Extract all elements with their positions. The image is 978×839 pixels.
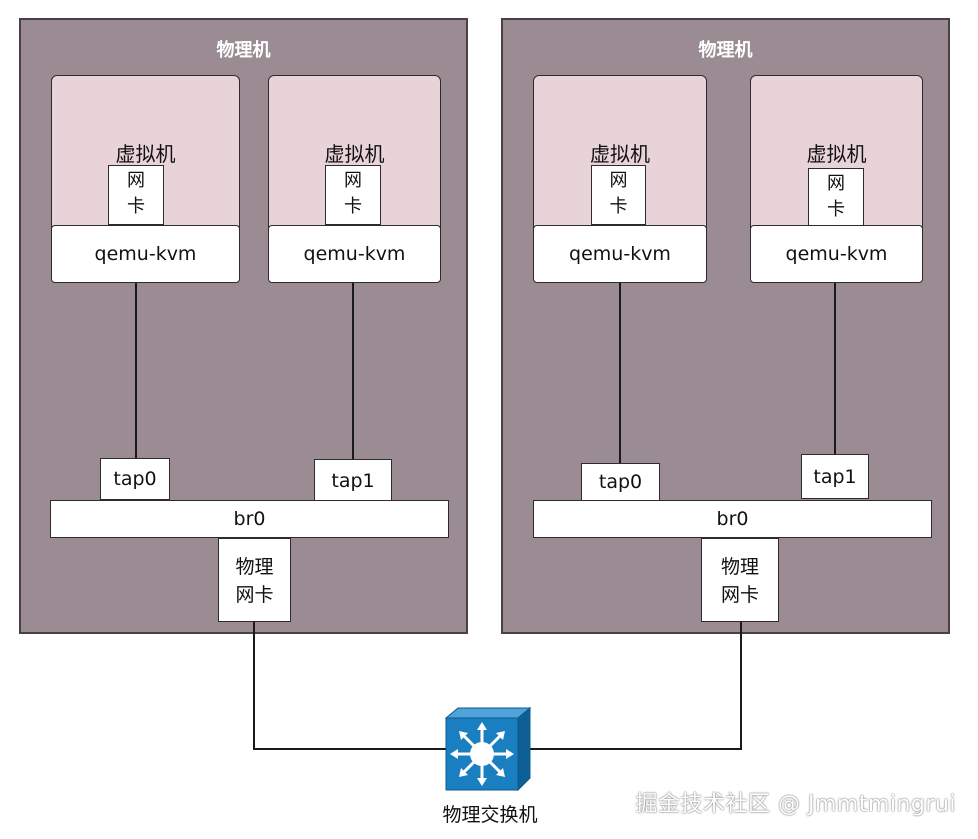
- bridge-br0: br0: [533, 500, 932, 538]
- vm-nic-text-1: 网: [827, 173, 845, 194]
- tap-interface-0: tap0: [100, 458, 170, 500]
- vm-nic-text-1: 网: [609, 170, 628, 191]
- vm-nic-text-1: 网: [344, 170, 362, 191]
- tap-interface-0: tap0: [581, 463, 660, 501]
- vm-nic: 网 卡: [808, 168, 864, 228]
- uplink-line: [740, 622, 742, 750]
- physical-nic-text-1: 物理: [235, 556, 274, 578]
- vm-nic: 网 卡: [108, 165, 164, 225]
- qemu-kvm-process: qemu-kvm: [533, 225, 707, 283]
- physical-nic-text-1: 物理: [720, 556, 759, 578]
- tap-interface-1: tap1: [314, 459, 392, 502]
- watermark: 掘金技术社区 @ Jmmtmingrui: [635, 792, 956, 817]
- uplink-line: [253, 748, 449, 750]
- qemu-kvm-process: qemu-kvm: [268, 225, 441, 283]
- vm-nic-text-2: 卡: [127, 196, 145, 217]
- vm-label: 虚拟机: [115, 142, 176, 166]
- vm-nic: 网 卡: [325, 165, 381, 225]
- bridge-br0: br0: [50, 500, 449, 538]
- vm-label: 虚拟机: [590, 142, 650, 166]
- vm-nic-text-2: 卡: [344, 196, 362, 217]
- physical-nic-text-2: 网卡: [720, 584, 759, 606]
- connector-line: [135, 283, 137, 458]
- tap-interface-1: tap1: [801, 454, 869, 499]
- uplink-line: [253, 622, 255, 750]
- physical-nic: 物理 网卡: [218, 538, 291, 622]
- vm-nic-text-2: 卡: [609, 196, 628, 217]
- physical-nic-text-2: 网卡: [235, 584, 274, 606]
- vm-nic: 网 卡: [591, 165, 646, 225]
- qemu-kvm-process: qemu-kvm: [750, 225, 923, 283]
- connector-line: [352, 283, 354, 459]
- vm-nic-text-2: 卡: [827, 199, 845, 220]
- qemu-kvm-process: qemu-kvm: [51, 225, 240, 283]
- host-title: 物理机: [698, 40, 753, 61]
- uplink-line: [528, 748, 742, 750]
- switch-label: 物理交换机: [442, 804, 538, 826]
- host-title: 物理机: [216, 40, 271, 61]
- connector-line: [619, 283, 621, 464]
- vm-label: 虚拟机: [806, 142, 867, 166]
- vm-label: 虚拟机: [324, 142, 385, 166]
- physical-nic: 物理 网卡: [701, 538, 779, 622]
- vm-nic-text-1: 网: [127, 170, 145, 191]
- network-switch-icon: [444, 706, 532, 792]
- connector-line: [834, 283, 836, 454]
